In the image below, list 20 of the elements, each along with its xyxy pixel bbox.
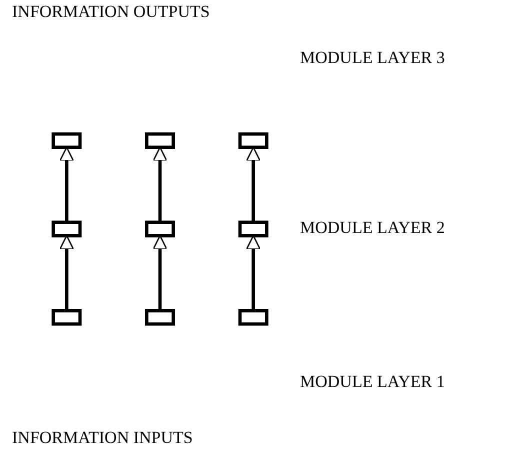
node-box <box>145 309 175 326</box>
arrow <box>152 235 168 311</box>
arrow <box>59 235 74 311</box>
node-box <box>145 132 175 149</box>
node-box <box>52 220 82 238</box>
node-box <box>238 220 268 238</box>
output-label: INFORMATION OUTPUTS <box>12 2 210 22</box>
node-box <box>52 132 82 149</box>
input-label: INFORMATION INPUTS <box>12 428 193 448</box>
arrow <box>246 146 261 222</box>
arrow <box>152 146 168 222</box>
node-box <box>238 132 268 149</box>
node-box <box>52 309 82 326</box>
layer-label: MODULE LAYER 1 <box>300 372 445 392</box>
node-box <box>238 309 268 326</box>
arrow <box>59 146 74 222</box>
layer-label: MODULE LAYER 2 <box>300 218 445 238</box>
node-box <box>145 220 175 238</box>
layer-label: MODULE LAYER 3 <box>300 48 445 68</box>
arrow <box>246 235 261 311</box>
